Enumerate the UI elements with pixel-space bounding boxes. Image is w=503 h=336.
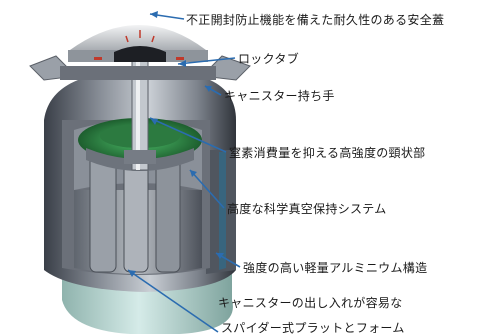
leader-neck [149,117,227,153]
label-canister-handle: キャニスター持ち手 [224,89,335,103]
safety-lid [68,25,208,62]
neck-tube [124,59,156,171]
leader-platform [127,269,219,333]
leader-vacuum [189,169,225,209]
leader-arrowheads [128,11,224,277]
leader-lock-tab [177,57,236,65]
label-safety-lid: 不正開封防止機能を備えた耐久性のある安全蓋 [186,13,445,27]
label-platform-line2: スパイダー式プラットとフォーム [221,321,405,335]
label-aluminum-structure: 強度の高い軽量アルミニウム構造 [243,261,428,275]
label-vacuum-system: 高度な科学真空保持システム [227,202,387,216]
label-platform-line1: キャニスターの出し入れが容易な [218,296,403,310]
canister-handles [29,55,251,81]
label-lock-tab: ロックタブ [238,52,300,66]
label-neck: 窒素消費量を抑える高強度の頸状部 [229,146,426,160]
